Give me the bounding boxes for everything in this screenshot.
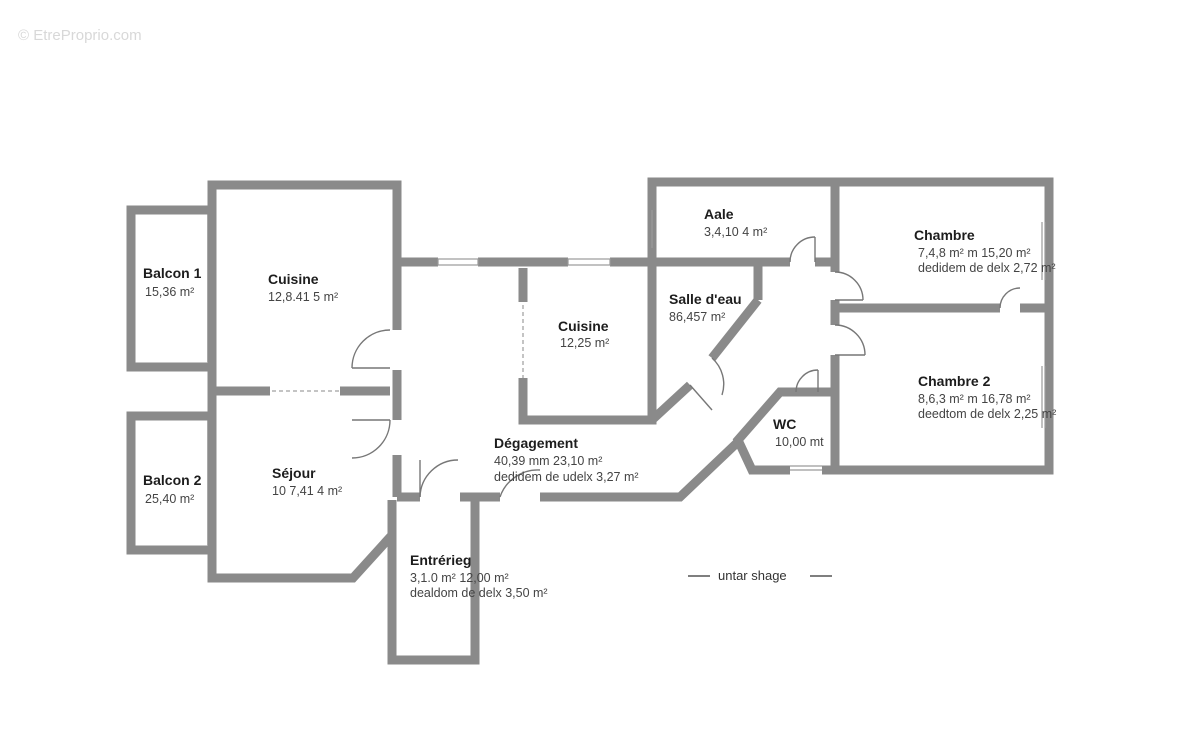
room-area-detail: dealdom de delx 3,50 m² [410, 586, 548, 600]
room-area: 10 7,41 4 m² [272, 484, 342, 498]
room-chambre: Chambre 7,4,8 m² m 15,20 m² dedidem de d… [914, 227, 1056, 275]
room-salle-d-eau: Salle d'eau 86,457 m² [669, 291, 742, 324]
room-name: Dégagement [494, 435, 578, 451]
room-name: WC [773, 416, 796, 432]
room-area: 12,8.41 5 m² [268, 290, 338, 304]
room-sejour: Séjour 10 7,41 4 m² [272, 465, 342, 498]
room-area: 12,25 m² [560, 336, 609, 350]
room-name: Cuisine [558, 318, 609, 334]
room-wc: WC 10,00 mt [773, 416, 824, 449]
room-degagement: Dégagement 40,39 mm 23,10 m² dedidem de … [494, 435, 639, 484]
room-balcon-2: Balcon 2 25,40 m² [143, 472, 202, 506]
room-area: 3,1.0 m² 12,00 m² [410, 571, 509, 585]
room-name: Chambre [914, 227, 975, 243]
room-name: Balcon 2 [143, 472, 202, 488]
room-name: Balcon 1 [143, 265, 202, 281]
room-area: 25,40 m² [145, 492, 194, 506]
room-entree: Entrérieg 3,1.0 m² 12,00 m² dealdom de d… [410, 552, 548, 600]
room-area-detail: dedidem de udelx 3,27 m² [494, 470, 639, 484]
room-name: Cuisine [268, 271, 319, 287]
room-area: 15,36 m² [145, 285, 194, 299]
room-name: Salle d'eau [669, 291, 742, 307]
room-area: 10,00 mt [775, 435, 824, 449]
room-area: 7,4,8 m² m 15,20 m² [918, 246, 1031, 260]
room-area: 3,4,10 4 m² [704, 225, 767, 239]
room-name: Aale [704, 206, 734, 222]
room-name: Entrérieg [410, 552, 471, 568]
legend-label: untar shage [718, 568, 787, 583]
room-area-detail: deedtom de delx 2,25 m² [918, 407, 1056, 421]
room-aale: Aale 3,4,10 4 m² [704, 206, 767, 239]
room-area: 86,457 m² [669, 310, 725, 324]
room-cuisine-2: Cuisine 12,25 m² [558, 318, 609, 350]
legend: untar shage [688, 568, 832, 583]
walls [126, 177, 1054, 665]
watermark: © EtreProprio.com [18, 27, 142, 44]
doors [351, 236, 1021, 498]
room-balcon-1: Balcon 1 15,36 m² [143, 265, 202, 299]
room-name: Séjour [272, 465, 316, 481]
room-cuisine-1: Cuisine 12,8.41 5 m² [268, 271, 338, 304]
room-chambre-2: Chambre 2 8,6,3 m² m 16,78 m² deedtom de… [918, 373, 1056, 421]
room-area: 40,39 mm 23,10 m² [494, 454, 602, 468]
room-area: 8,6,3 m² m 16,78 m² [918, 392, 1031, 406]
room-name: Chambre 2 [918, 373, 991, 389]
room-area-detail: dedidem de delx 2,72 m² [918, 261, 1056, 275]
